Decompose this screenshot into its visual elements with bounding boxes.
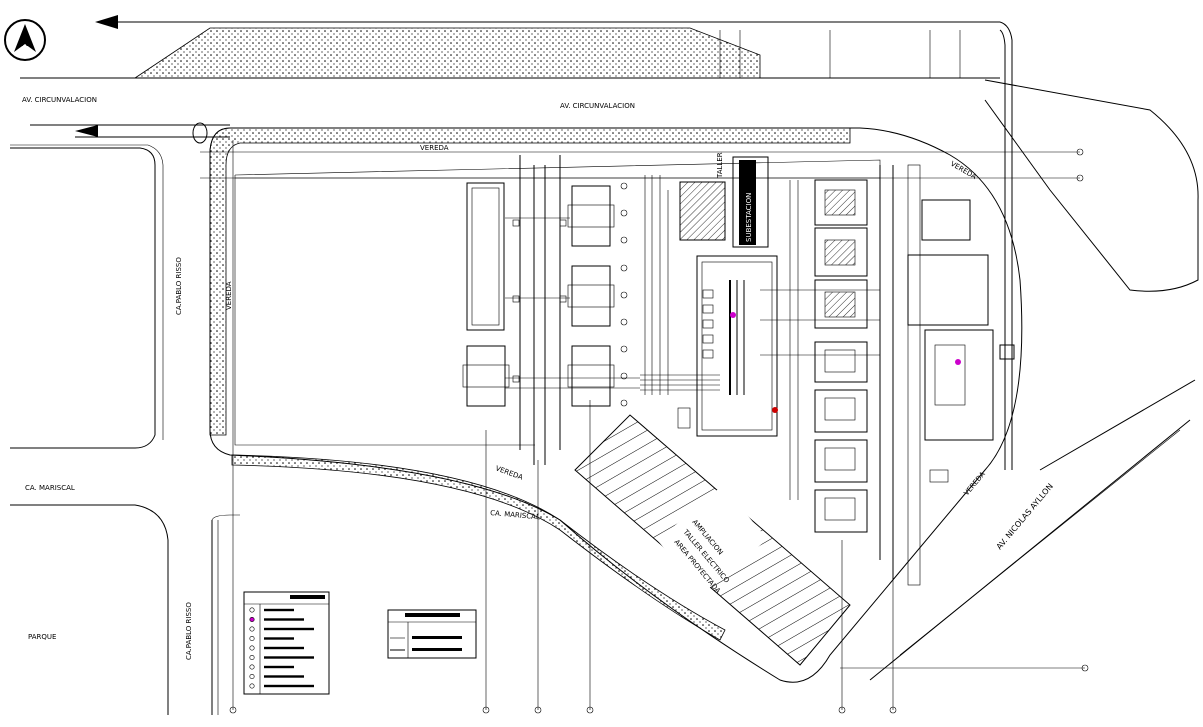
label-vereda-right: VEREDA — [962, 470, 987, 497]
legend-text-line — [264, 665, 294, 669]
incoming-feeder — [30, 122, 230, 144]
legend-text-line — [264, 618, 304, 621]
north-arrow-icon: N — [4, 19, 46, 61]
legend-text-line — [264, 608, 294, 612]
label-vereda-bottom: VEREDA — [494, 464, 524, 481]
label-subestacion: SUBESTACION — [745, 193, 753, 242]
left-street — [10, 144, 240, 715]
cable-legend — [387, 609, 477, 659]
legend-symbol — [249, 664, 255, 670]
symbol-legend — [243, 591, 330, 695]
street-label-pablo-risso-bottom: CA.PABLO RISSO — [185, 602, 193, 660]
grid-lines — [200, 140, 1089, 714]
legend-text-line — [264, 656, 314, 659]
legend-text-line — [264, 627, 314, 631]
legend-symbol — [249, 616, 255, 622]
cable-routes — [640, 175, 880, 500]
legend-text-line — [264, 684, 314, 688]
label-taller: TALLER — [716, 152, 724, 179]
equipment-cells — [814, 165, 894, 580]
legend-text-line — [264, 637, 294, 640]
street-label-mariscal-left: CA. MARISCAL — [25, 484, 75, 492]
right-avenue — [869, 79, 1199, 681]
legend-symbol — [249, 626, 255, 632]
light-fixtures — [620, 182, 628, 407]
legend-symbol — [249, 654, 255, 660]
workshop-building: TALLER — [679, 152, 726, 241]
legend-text-line — [264, 675, 304, 678]
storage-rack — [466, 182, 505, 331]
main-electrical-room — [677, 255, 778, 437]
north-letter: N — [21, 35, 30, 49]
street-label-av-circunvalacion-left: AV. CIRCUNVALACION — [22, 96, 97, 104]
site-boundary — [209, 127, 1023, 683]
street-label-pablo-risso-top: CA.PABLO RISSO — [175, 257, 183, 315]
legend-text-line — [264, 646, 304, 650]
east-rooms — [907, 164, 1015, 586]
crane-gantry — [462, 155, 640, 465]
expansion-area — [574, 414, 851, 666]
top-road — [20, 15, 1013, 470]
street-label-av-circunvalacion-center: AV. CIRCUNVALACION — [560, 102, 635, 110]
legend-symbol — [249, 607, 255, 613]
label-vereda-left: VEREDA — [225, 281, 233, 310]
street-label-nicolas-ayllon: AV. NICOLAS AYLLON — [995, 482, 1055, 551]
label-parque: PARQUE — [28, 633, 56, 641]
legend-symbol — [249, 673, 255, 679]
legend-symbol — [249, 683, 255, 689]
legend-symbol — [249, 645, 255, 651]
legend-symbol — [249, 635, 255, 641]
substation: SUBESTACION — [732, 156, 769, 248]
label-vereda-top: VEREDA — [420, 144, 449, 152]
